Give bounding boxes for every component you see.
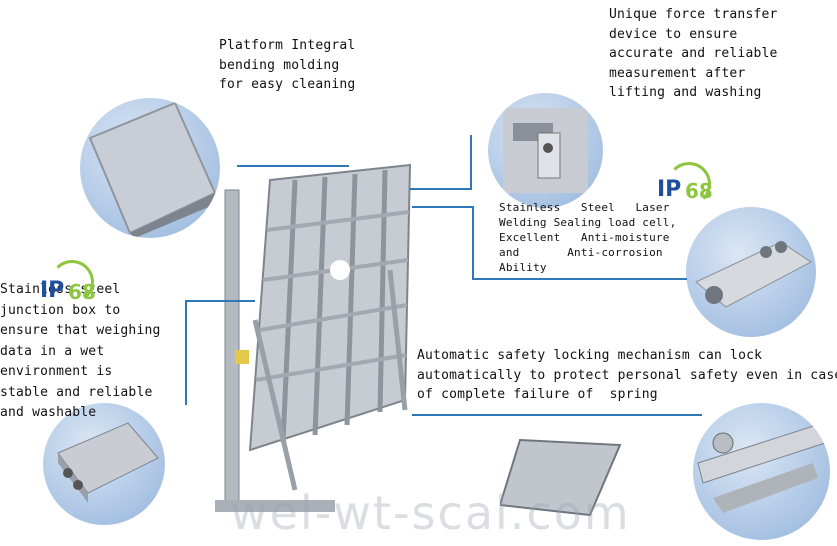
callout-line-force <box>410 188 472 190</box>
ip68-badge-right: IP 68 <box>657 162 717 210</box>
platform-flat-illustration <box>498 430 625 520</box>
platform-detail-image <box>80 98 220 238</box>
caption-safety-lock: Automatic safety locking mechanism can l… <box>417 348 837 402</box>
callout-line-platform <box>237 165 349 167</box>
force-transfer-detail-image <box>488 93 603 208</box>
callout-line-force-v <box>470 135 472 190</box>
scale-product-illustration <box>215 150 425 520</box>
ip68-badge-left: IP 68 <box>40 260 100 308</box>
junction-box-detail-image <box>43 403 165 525</box>
caption-platform: Platform Integral bending molding for ea… <box>219 38 356 92</box>
callout-line-loadcell-h <box>472 278 687 280</box>
callout-line-loadcell <box>412 206 474 208</box>
callout-line-loadcell-v <box>472 206 474 280</box>
callout-line-junction-h <box>185 300 255 302</box>
safety-lock-detail-image <box>693 403 830 540</box>
load-cell-detail-image <box>686 207 816 337</box>
callout-line-junction <box>185 300 187 405</box>
caption-force-transfer: Unique force transfer device to ensure a… <box>609 7 778 100</box>
watermark: wel-wt-scal.com <box>230 486 631 540</box>
callout-line-safety <box>412 414 702 416</box>
caption-load-cell: Stainless Steel Laser Welding Sealing lo… <box>499 201 677 274</box>
